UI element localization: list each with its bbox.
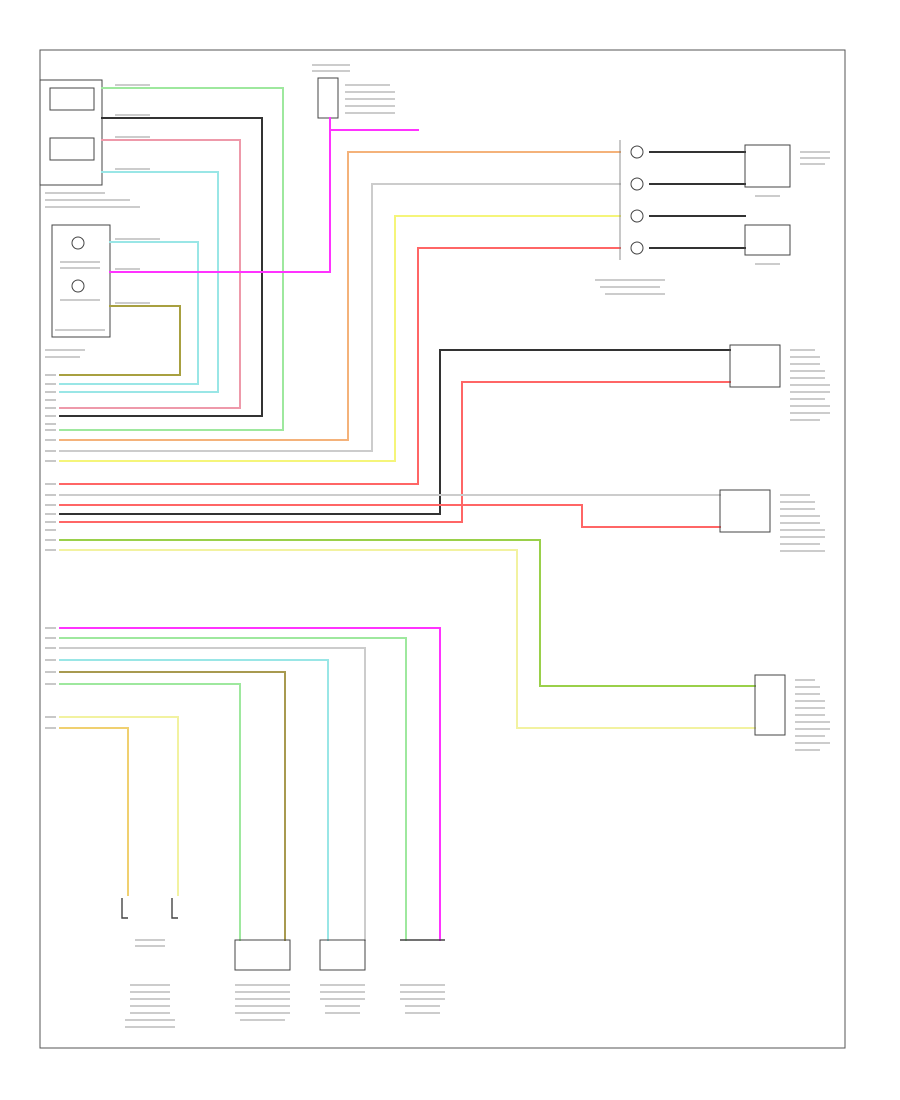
wire-red-passenger-airbag (59, 504, 721, 528)
occupant-module (51, 224, 111, 338)
occupant-module-lower-icon (71, 279, 85, 293)
wire-dk-yellow-bottom (59, 727, 129, 896)
left-connector-a-pins (45, 374, 56, 462)
top-left-module (39, 79, 103, 186)
wire-lt-yellow-bottom (59, 716, 179, 896)
wire-pink-top (59, 136, 241, 409)
wire-black-top (59, 114, 263, 417)
wire-lt-yellow-right-sensor (59, 549, 756, 729)
wire-lt-green-top (59, 84, 284, 431)
passenger-airbag-text (780, 494, 825, 552)
top-left-module-lower-switch (49, 137, 95, 161)
wire-red-clockspring (59, 247, 621, 485)
clockspring (595, 140, 665, 295)
wire-white-clockspring (59, 183, 621, 452)
wire-green-bottom (59, 683, 241, 941)
wire-lt-blue-bottom (59, 659, 329, 941)
left-side-impact-sensor (729, 344, 781, 388)
clockspring-to-driver-airbag (649, 151, 746, 249)
left-side-impact-sensor-text (790, 349, 830, 421)
passenger-seat-position-sensor (121, 898, 178, 1028)
fuse-block (312, 64, 395, 119)
wire-lt-blue-occupant (59, 238, 199, 385)
top-left-module-upper-switch (49, 87, 95, 111)
wire-lt-blue-top (59, 168, 219, 393)
left-connector-b-pins (45, 483, 56, 551)
passenger-seatbelt-tension-sensor (319, 939, 366, 1014)
left-connector-c-pins (45, 627, 56, 685)
driver-airbag-text (755, 151, 830, 265)
occupant-module-upper-icon (71, 236, 85, 250)
diagram-footer: ········ (40, 1046, 50, 1050)
top-left-module-text (45, 192, 140, 208)
wire-tan-occupant (59, 302, 181, 376)
driver-airbag-stage1 (744, 144, 791, 188)
wire-violet-bottom (59, 627, 441, 941)
right-side-impact-sensor-text (795, 679, 830, 751)
right-side-impact-sensor (754, 674, 786, 736)
driver-airbag-stage2 (744, 224, 791, 256)
wire-brown-bottom (59, 671, 286, 941)
left-connector-d-pins (45, 716, 56, 729)
wire-lt-green-bottom (59, 637, 407, 941)
wire-orange-clockspring (59, 151, 621, 441)
wire-yellow-clockspring (59, 215, 621, 462)
occupant-classification-sensor (234, 939, 291, 1021)
wire-violet-occupant (109, 129, 419, 273)
wire-white-bottom (59, 647, 366, 941)
driver-seatbelt-switch (400, 939, 445, 1014)
passenger-airbag (719, 489, 771, 533)
occupant-module-text (45, 261, 105, 358)
wire-black-left-sensor (59, 349, 731, 515)
wire-dk-green-right-sensor (59, 539, 756, 687)
diagram-frame (39, 49, 846, 1049)
wire-red-left-sensor (59, 381, 731, 523)
